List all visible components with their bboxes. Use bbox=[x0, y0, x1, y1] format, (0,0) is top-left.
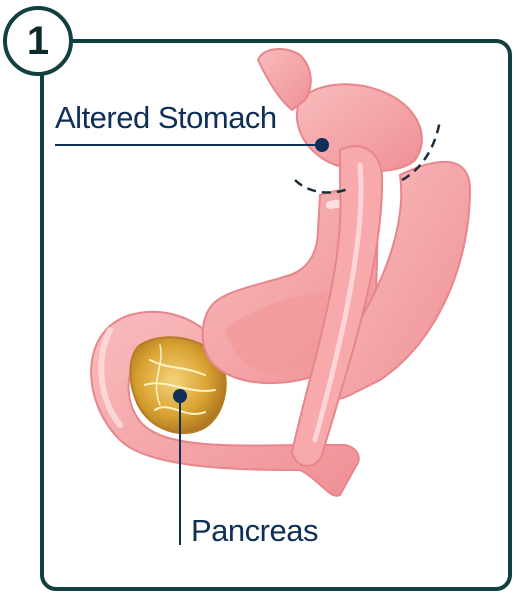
pancreas-label: Pancreas bbox=[191, 515, 318, 546]
step-number: 1 bbox=[27, 21, 49, 61]
altered-stomach-label: Altered Stomach bbox=[55, 102, 277, 133]
step-number-badge: 1 bbox=[3, 6, 73, 76]
stomach-leader-dot bbox=[315, 138, 329, 152]
pancreas-leader-dot bbox=[173, 389, 187, 403]
